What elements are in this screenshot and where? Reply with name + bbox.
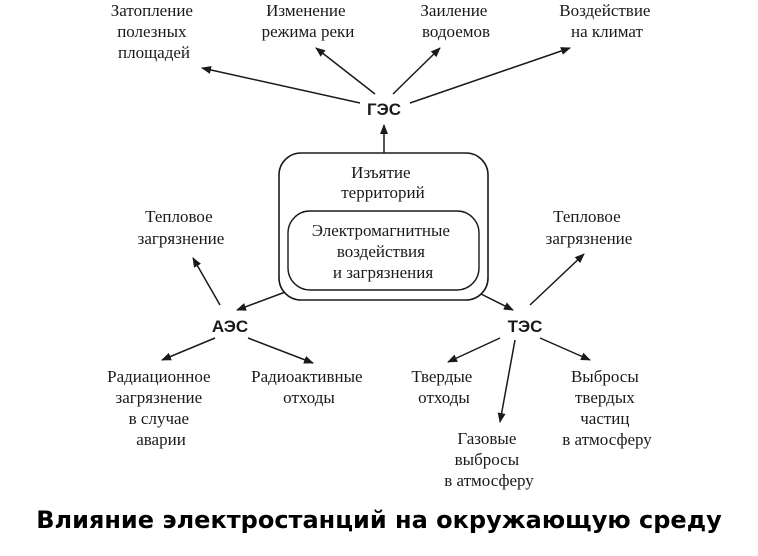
node-tes: ТЭС — [508, 317, 543, 336]
arrow-aes-thermal — [192, 257, 221, 306]
arrows — [161, 47, 591, 423]
arrow-aes-waste — [247, 337, 314, 364]
arrow-center-aes — [236, 290, 289, 311]
tes-effect-gas: Газовые выбросы в атмосферу — [444, 429, 534, 490]
arrow-ges-river-regime — [315, 47, 376, 95]
ges-effect-flooding: Затопление полезных площадей — [111, 1, 197, 62]
caption: Влияние электростанций на окружающую сре… — [36, 506, 722, 534]
arrow-ges-flooding — [201, 66, 361, 104]
tes-effect-solid: Твердые отходы — [411, 367, 476, 407]
arrow-tes-thermal — [529, 253, 585, 306]
center-outer-label: Изъятие территорий — [341, 163, 424, 202]
arrow-tes-solid — [447, 337, 501, 363]
ges-effect-river-regime: Изменение режима реки — [262, 1, 355, 41]
center-inner-label: Электромагнитные воздействия и загрязнен… — [312, 221, 454, 282]
ges-effect-climate: Воздействие на климат — [559, 1, 654, 41]
arrow-tes-gas — [497, 339, 516, 423]
node-ges: ГЭС — [367, 100, 401, 119]
ges-effect-siltation: Заиление водоемов — [420, 1, 491, 41]
tes-effect-thermal: Тепловое загрязнение — [546, 207, 633, 248]
aes-effect-radiation: Радиационное загрязнение в случае аварии — [107, 367, 215, 449]
aes-effect-waste: Радиоактивные отходы — [251, 367, 367, 407]
arrow-ges-siltation — [392, 47, 441, 95]
center-inner-box — [287, 210, 480, 291]
arrow-aes-radiation — [161, 337, 216, 361]
tes-effect-particles: Выбросы твердых частиц в атмосферу — [562, 367, 652, 449]
arrow-tes-particles — [539, 337, 591, 361]
arrow-ges-climate — [409, 47, 571, 104]
node-aes: АЭС — [212, 317, 248, 336]
aes-effect-thermal: Тепловое загрязнение — [138, 207, 225, 248]
